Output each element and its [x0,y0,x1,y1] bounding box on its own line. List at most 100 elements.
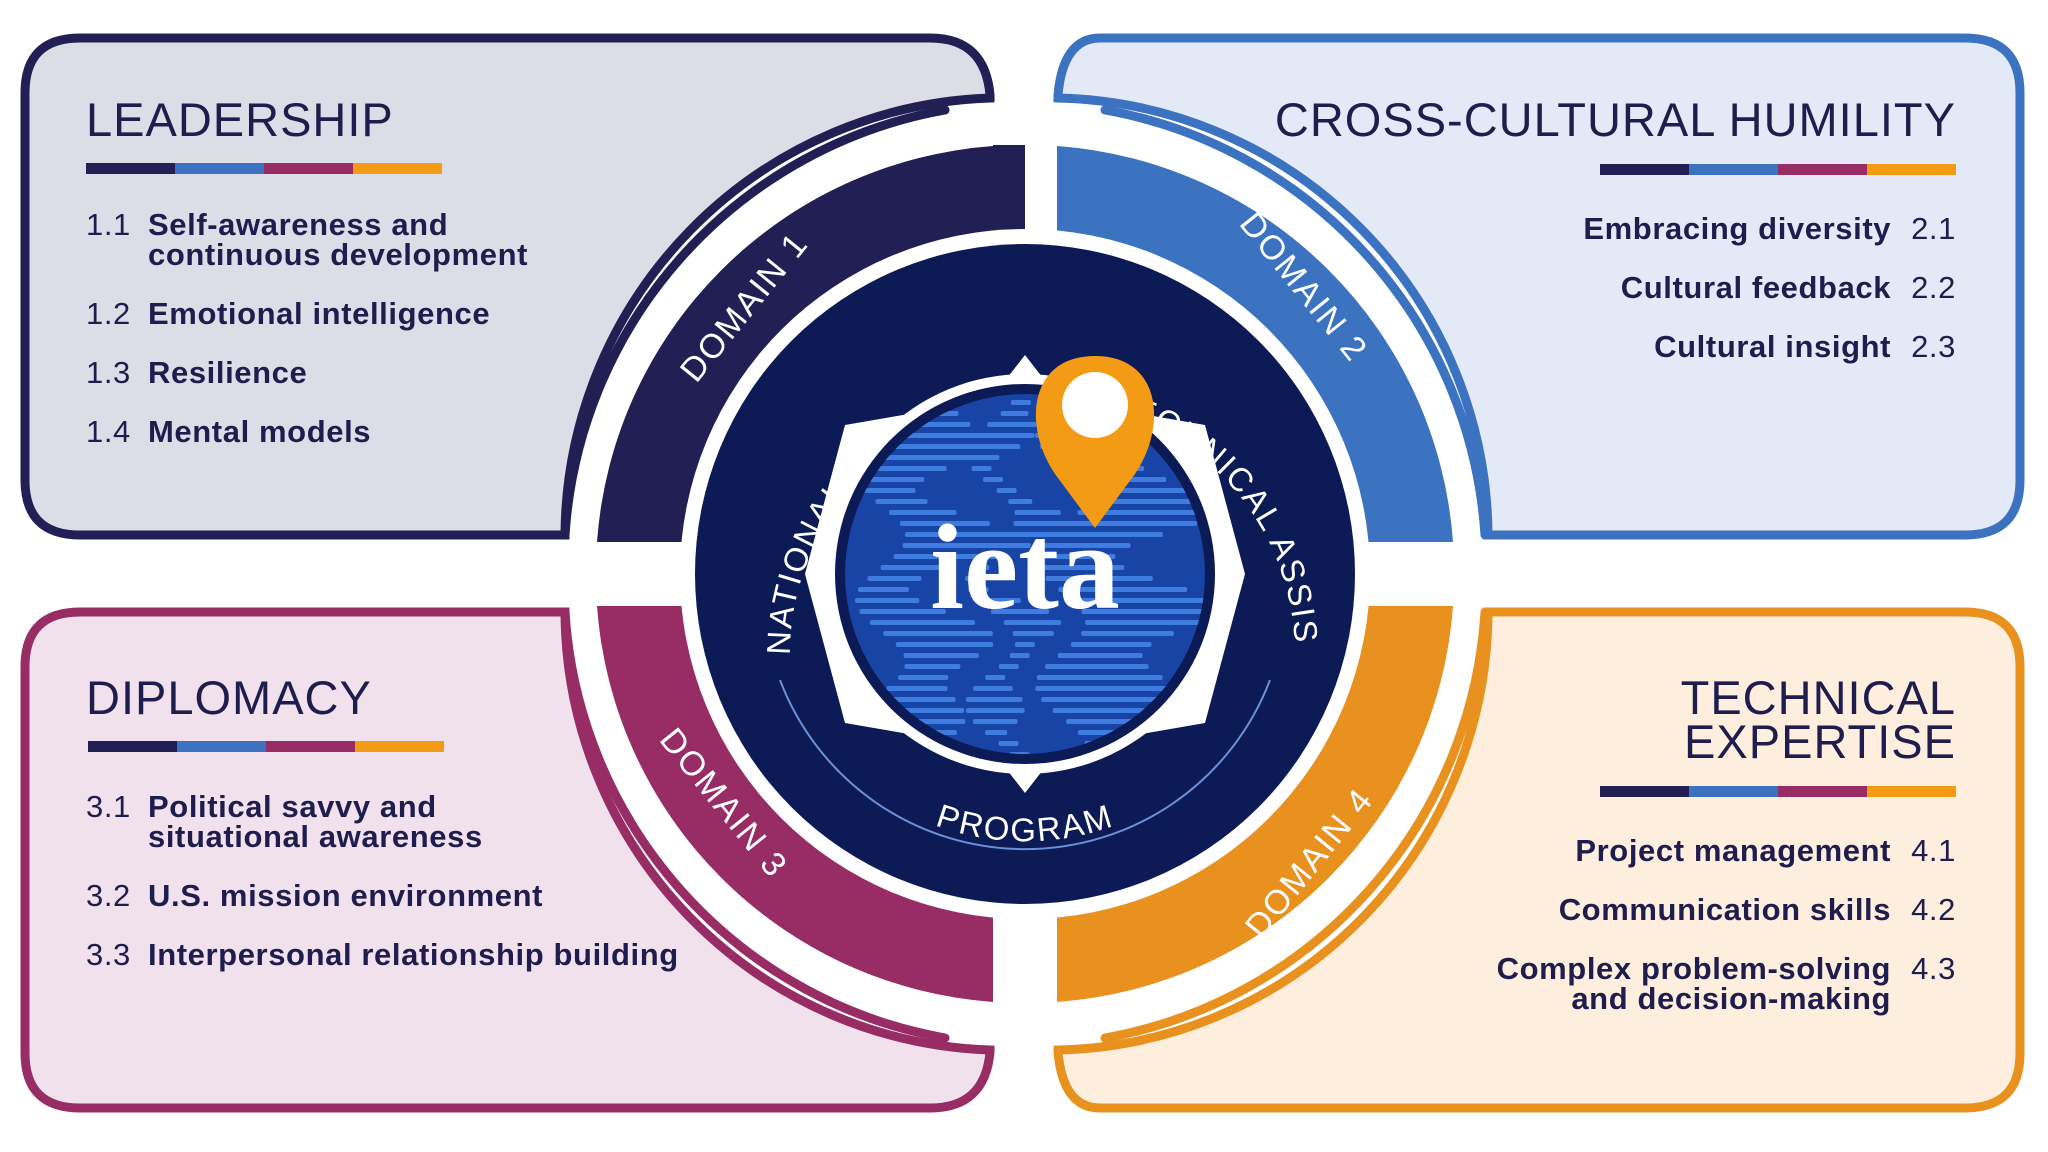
globe-stripe [993,543,1031,548]
globe-stripe [973,686,1013,691]
globe-stripe [968,587,989,592]
globe-stripe [965,576,986,581]
cross-cultural-title: CROSS-CULTURAL HUMILITY [1274,93,1956,146]
globe-stripe [863,488,916,493]
globe-stripe [1003,620,1062,625]
globe-stripe [1052,532,1163,537]
globe-stripe [862,455,971,460]
globe-stripe [965,708,1025,713]
globe-stripe [983,477,1004,482]
globe-stripe [1045,576,1153,581]
globe-stripe [966,444,1021,449]
domain-label-2: DOMAIN 2 [1232,205,1375,369]
globe-stripe [1010,400,1031,405]
globe-stripe [875,499,928,504]
globe-stripe [888,510,957,515]
globe-stripe [859,609,946,614]
globe-stripe [974,433,1035,438]
globe-stripe [1008,499,1033,504]
color-stripe [1600,164,1956,175]
globe-stripe [1005,532,1062,537]
globe-stripe [1058,587,1188,592]
globe-stripe [904,532,1012,537]
outer-arc-2 [1100,105,1490,540]
globe-stripe [987,422,1037,427]
globe-stripe [1041,697,1178,702]
color-stripe [88,741,444,752]
globe-stripe [1035,554,1116,559]
globe-stripe [1071,642,1152,647]
globe-stripe [1077,510,1205,515]
globe-stripe [990,609,1050,614]
globe-stripe [858,587,909,592]
globe-stripe [904,664,961,669]
globe-stripe [1014,510,1061,515]
outer-arc-1 [560,105,950,540]
globe-stripe [1071,598,1205,603]
globe-stripe [985,675,1006,680]
globe-stripe [965,455,1000,460]
globe-stripe [977,598,1021,603]
technical-title: TECHNICAL EXPERTISE [1680,671,1956,768]
globe-stripe [979,554,1000,559]
globe-stripe [971,466,992,471]
panel-cross-cultural-bg [1053,33,2025,540]
globe-stripe [1000,411,1029,416]
globe-stripe [985,730,1008,735]
globe-stripe [869,620,975,625]
outer-arc-3 [560,607,950,1043]
globe-stripe [1081,609,1205,614]
domain-label-4: DOMAIN 4 [1238,781,1381,945]
globe-stripe [998,664,1019,669]
globe-stripe [880,565,953,570]
globe-stripe [1084,620,1200,625]
globe-stripe [1035,686,1175,691]
globe-stripe [874,444,984,449]
color-stripe [86,163,442,174]
globe-stripe [1009,653,1030,658]
globe-stripe [972,719,1018,724]
globe-stripe [1084,499,1205,504]
map-pin-icon [1035,356,1155,528]
globe-stripe [856,477,925,482]
leadership-title: LEADERSHIP [86,93,394,146]
globe-stripe [855,598,920,603]
globe-stripe [1014,642,1035,647]
globe-stripe [867,576,922,581]
globe-stripe [888,433,982,438]
globe-stripe [1012,631,1054,636]
globe-stripe [895,642,994,647]
globe-stripe [893,554,988,559]
globe-stripe [1081,631,1174,636]
globe-stripe [996,488,1017,493]
color-stripe [1600,786,1956,797]
globe-stripe [1040,543,1131,548]
globe-stripe [965,697,1023,702]
globe-stripe [883,631,993,636]
globe-stripe [969,565,990,570]
outer-arc-4 [1100,607,1490,1043]
globe-stripe [1013,521,1073,526]
logo-wordmark: ieta [930,500,1120,635]
globe-stripe [898,675,949,680]
globe-stripe [1057,653,1143,658]
diplomacy-title: DIPLOMACY [86,671,372,724]
panel-technical-bg [1053,607,2025,1113]
